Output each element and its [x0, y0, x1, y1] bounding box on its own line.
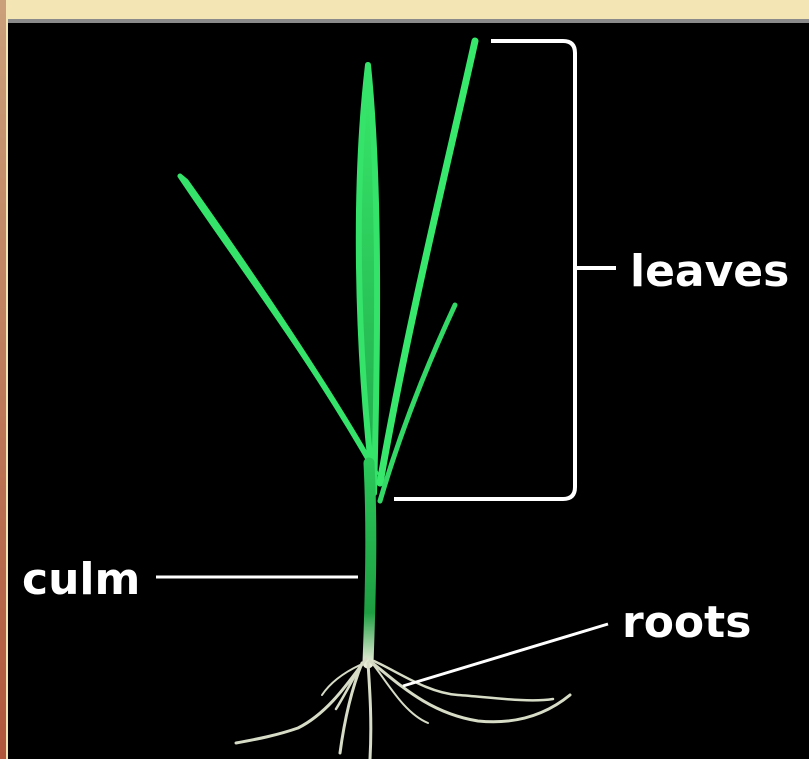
leaf-left: [180, 176, 376, 473]
culm-label: culm: [22, 558, 140, 602]
leaf-right-tall: [380, 41, 475, 483]
leaves-label: leaves: [630, 250, 789, 294]
plant-diagram: [8, 23, 809, 759]
diagram-panel: leaves culm roots: [8, 19, 809, 759]
left-accent-bar: [0, 0, 6, 759]
culm-stem: [368, 463, 371, 663]
leaf-center: [359, 65, 377, 493]
roots-label: roots: [622, 601, 751, 645]
leaf-right-short: [380, 305, 455, 501]
roots-cluster: [236, 659, 570, 759]
roots-pointer-line: [403, 624, 608, 686]
